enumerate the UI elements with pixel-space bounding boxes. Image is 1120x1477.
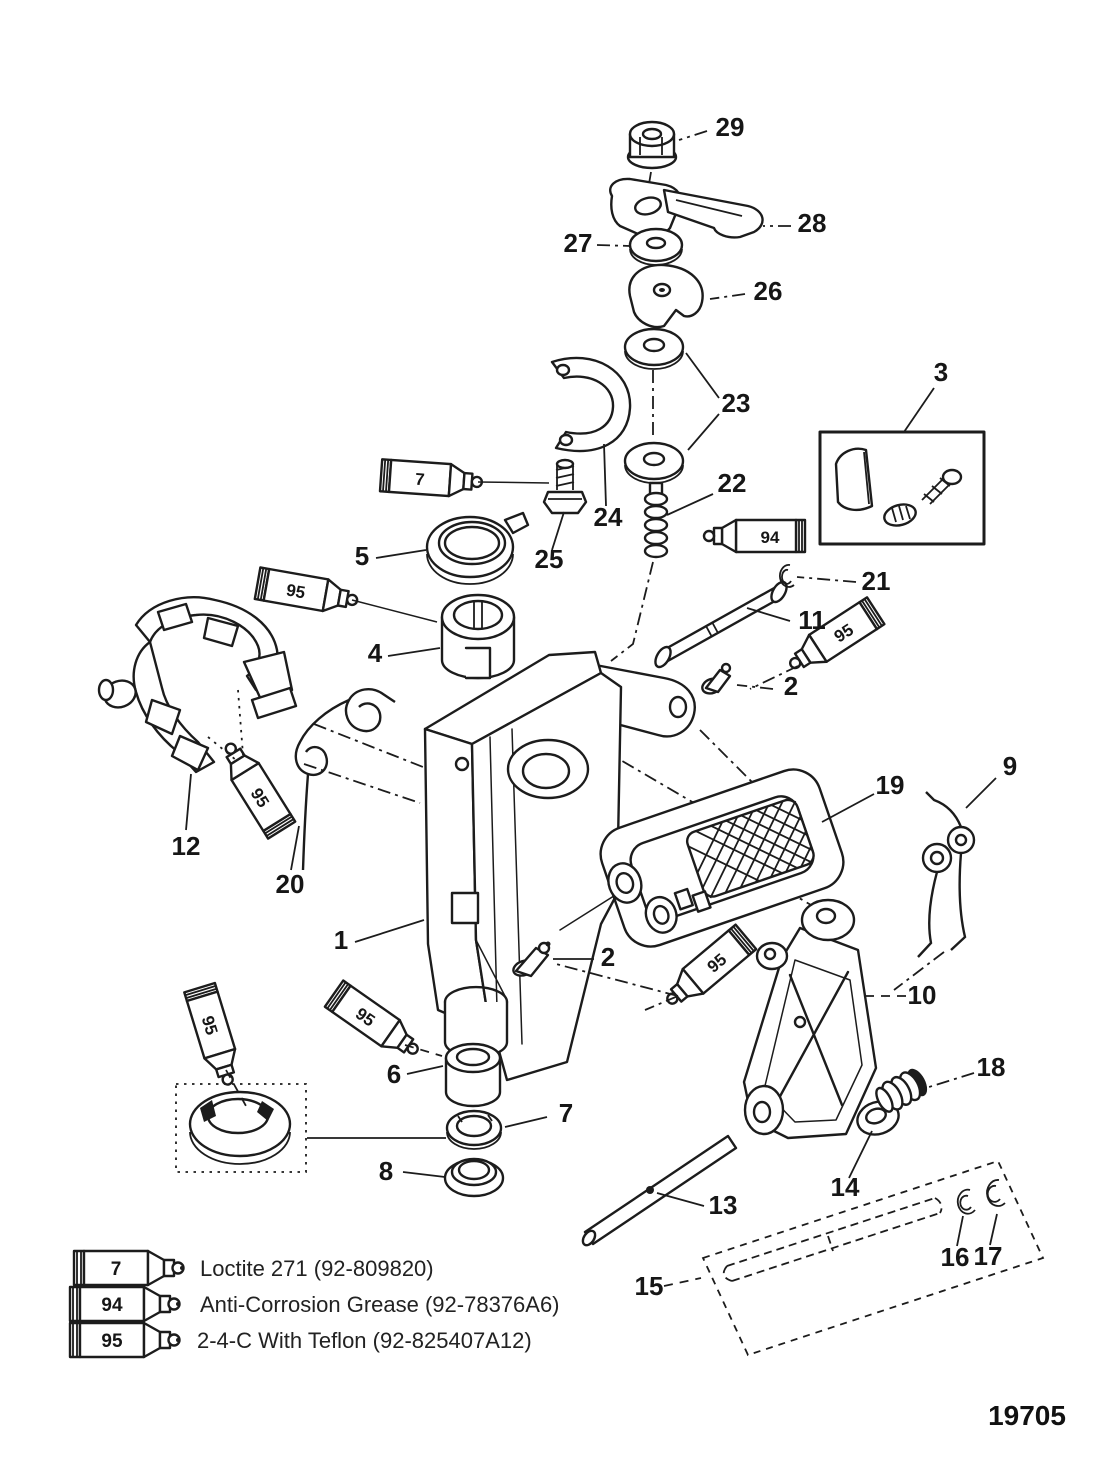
callout-17: 17 — [974, 1241, 1003, 1271]
callout-1: 1 — [334, 925, 348, 955]
callout-15: 15 — [635, 1271, 664, 1301]
tube-label: 7 — [415, 470, 426, 490]
callout-25: 25 — [535, 544, 564, 574]
callout-28: 28 — [798, 208, 827, 238]
callout-16: 16 — [941, 1242, 970, 1272]
legend-text: Loctite 271 (92-809820) — [200, 1256, 434, 1281]
part-12-tilt-lock-clamp — [97, 596, 298, 774]
callout-22: 22 — [718, 468, 747, 498]
part-11-pivot-pin — [654, 580, 788, 669]
callout-19: 19 — [876, 770, 905, 800]
part-16-clip — [956, 1188, 976, 1215]
part-10-transom-bracket — [742, 898, 878, 1140]
callout-20: 20 — [276, 869, 305, 899]
boxed-bearing-ring — [175, 1083, 446, 1173]
callout-8: 8 — [379, 1156, 393, 1186]
legend-tube-icon-95: 95 — [68, 1321, 181, 1359]
callout-27: 27 — [564, 228, 593, 258]
callout-23: 23 — [722, 388, 751, 418]
legend: 7 Loctite 271 (92-809820) 94 Anti-Corros… — [68, 1249, 560, 1359]
callout-21: 21 — [862, 566, 891, 596]
callout-18: 18 — [977, 1052, 1006, 1082]
callout-6: 6 — [387, 1059, 401, 1089]
legend-code: 95 — [101, 1331, 123, 1352]
tube-teflon-95-under-clamp: 95 — [224, 742, 297, 840]
part-9-torsion-spring — [917, 791, 976, 958]
callout-2-lower: 2 — [601, 942, 615, 972]
part-6-bushing — [444, 1042, 502, 1108]
callout-26: 26 — [754, 276, 783, 306]
callout-13: 13 — [709, 1190, 738, 1220]
tube-grease-94: 94 — [702, 518, 807, 554]
legend-row-loctite: 7 Loctite 271 (92-809820) — [72, 1249, 434, 1287]
callout-5: 5 — [355, 541, 369, 571]
part-7-seal — [445, 1109, 503, 1150]
legend-tube-icon-94: 94 — [68, 1285, 181, 1323]
tube-label: 95 — [285, 580, 307, 602]
callout-14: 14 — [831, 1172, 860, 1202]
legend-text: 2-4-C With Teflon (92-825407A12) — [197, 1328, 532, 1353]
legend-text: Anti-Corrosion Grease (92-78376A6) — [200, 1292, 560, 1317]
callout-24: 24 — [594, 502, 623, 532]
legend-row-grease: 94 Anti-Corrosion Grease (92-78376A6) — [68, 1285, 560, 1323]
leader-lines — [185, 130, 998, 1287]
part-22-spring — [643, 481, 669, 559]
drawing-number: 19705 — [988, 1400, 1066, 1431]
part-19-mount — [599, 768, 845, 948]
callout-4: 4 — [368, 638, 383, 668]
part-29-locknut — [626, 120, 678, 170]
part-2-grease-fitting-lower — [512, 941, 551, 978]
part-17-clip — [986, 1179, 1006, 1207]
part-8-ring — [443, 1157, 505, 1198]
part-14-washer — [856, 1100, 900, 1136]
part-28-tilt-lever — [609, 177, 764, 239]
callout-9: 9 — [1003, 751, 1017, 781]
tube-teflon-95-left: 95 — [183, 981, 237, 1086]
part-24-retainer — [550, 356, 632, 453]
part-5-collar — [425, 511, 530, 585]
callout-numbers: 29 28 27 26 23 3 22 24 25 5 21 11 2 4 12… — [172, 112, 1018, 1301]
legend-code: 7 — [111, 1259, 122, 1280]
tube-label: 95 — [198, 1014, 222, 1038]
part-27-washer — [628, 227, 684, 266]
callout-11: 11 — [798, 605, 826, 635]
callout-12: 12 — [172, 831, 201, 861]
callout-3: 3 — [934, 357, 948, 387]
callout-10: 10 — [908, 980, 937, 1010]
legend-row-teflon: 95 2-4-C With Teflon (92-825407A12) — [68, 1321, 532, 1359]
part-25-bolt — [542, 458, 588, 515]
tube-teflon-95-center: 95 — [666, 923, 758, 1005]
part-3-kit-box — [818, 430, 986, 546]
callout-7: 7 — [559, 1098, 573, 1128]
tube-teflon-95-near-pin: 95 — [788, 596, 886, 670]
callout-29: 29 — [716, 112, 745, 142]
part-1-swivel-bracket — [423, 650, 696, 1082]
callout-2-upper: 2 — [784, 671, 798, 701]
tube-label: 94 — [761, 528, 780, 547]
part-18-spring-plug — [875, 1068, 928, 1113]
part-15-kit-box — [701, 1159, 1045, 1357]
part-21-retaining-ring — [779, 564, 795, 588]
part-2-grease-fitting-upper — [701, 662, 732, 695]
tube-teflon-95-near-lower-bushing: 95 — [323, 979, 419, 1055]
legend-tube-icon-7: 7 — [72, 1249, 185, 1287]
tube-loctite-7: 7 — [378, 458, 484, 498]
legend-code: 94 — [101, 1295, 123, 1316]
tube-teflon-95-near-bushing: 95 — [253, 566, 359, 613]
part-13-pivot-rod — [581, 1134, 738, 1247]
part-4-bushing — [440, 593, 516, 680]
part-26-cam-plate — [628, 263, 704, 329]
part-23-washers — [623, 327, 685, 484]
part-20-spring-wire — [294, 688, 396, 871]
